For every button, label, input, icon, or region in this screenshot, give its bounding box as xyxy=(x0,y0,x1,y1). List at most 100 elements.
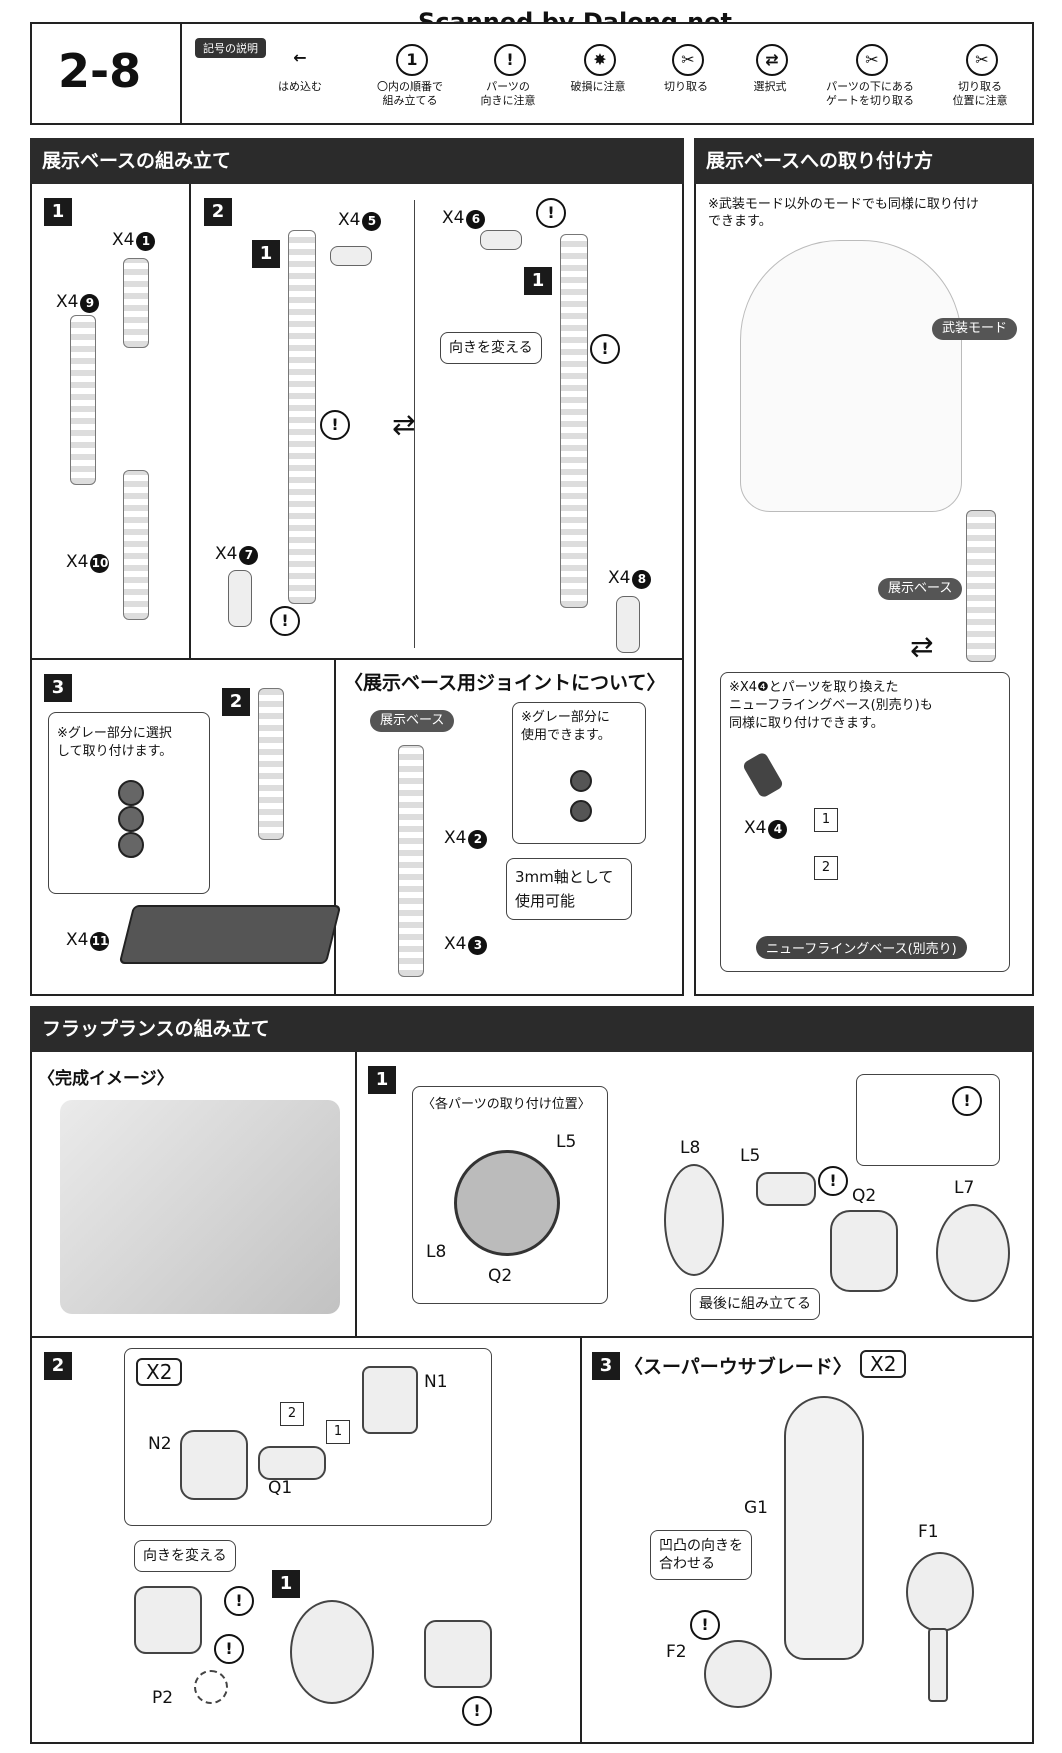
caution-icon: ! xyxy=(320,410,350,440)
arm-chain-a xyxy=(288,230,316,604)
part-f1-stick xyxy=(928,1628,948,1702)
legend-label: パーツの下にある ゲートを切り取る xyxy=(826,80,914,107)
armed-mode-label: 武装モード xyxy=(932,318,1018,340)
part-10-arm xyxy=(123,470,149,620)
caution-icon: ! xyxy=(270,606,300,636)
part-q2 xyxy=(830,1210,898,1292)
usa-blade xyxy=(784,1396,864,1660)
pos-label-l8: L8 xyxy=(426,1242,447,1262)
part-l8-shell xyxy=(664,1164,724,1276)
base-step2-ref-b: 1 xyxy=(524,267,552,295)
part-label-f2: F2 xyxy=(666,1642,687,1662)
flap-step2-number: 2 xyxy=(44,1352,72,1380)
base-step1-number: 1 xyxy=(44,198,72,226)
base-assembly-title: 展示ベースの組み立て xyxy=(30,138,684,184)
base-divider-v2 xyxy=(334,660,336,996)
figure-illustration xyxy=(740,240,962,512)
flap-step3-number: 3 xyxy=(592,1352,620,1380)
part-8 xyxy=(616,596,640,653)
base-divider-h xyxy=(30,658,684,660)
part-label-q1: Q1 xyxy=(268,1478,293,1498)
assemble-last-label: 最後に組み立てる xyxy=(690,1288,820,1320)
pos-label-q2: Q2 xyxy=(488,1266,513,1286)
axis-note: 3mm軸として 使用可能 xyxy=(506,858,632,920)
order-hexagon: 1 xyxy=(814,808,838,832)
flap-step2-ref: 1 xyxy=(272,1570,300,1598)
legend-label: 切り取る xyxy=(664,80,708,93)
parts-position-title: 〈各パーツの取り付け位置〉 xyxy=(422,1097,591,1112)
arm-chain-b xyxy=(560,234,588,608)
attach-note: ※武装モード以外のモードでも同様に取り付け できます。 xyxy=(708,197,979,229)
attach-arm xyxy=(966,510,996,662)
part-n1 xyxy=(362,1366,418,1434)
socket-dot xyxy=(118,806,144,832)
flap-lance-title: フラップランスの組み立て xyxy=(30,1006,1034,1052)
attach-title: 展示ベースへの取り付け方 xyxy=(694,138,1034,184)
step3-multiplier-badge: X2 xyxy=(860,1350,907,1378)
part-label-l5: L5 xyxy=(740,1146,761,1166)
base-step3-number: 3 xyxy=(44,674,72,702)
part-n2 xyxy=(180,1430,248,1500)
part-label-f1: F1 xyxy=(918,1522,939,1542)
order-hexagon: 2 xyxy=(280,1402,304,1426)
socket-dot xyxy=(118,832,144,858)
joint-section-title: 〈展示ベース用ジョイントについて〉 xyxy=(344,672,666,694)
part-label-q2: Q2 xyxy=(852,1186,877,1206)
align-note: 凹凸の向きを 合わせる xyxy=(650,1530,752,1580)
step2-change-orientation-label: 向きを変える xyxy=(134,1540,236,1572)
caution-icon: ! xyxy=(818,1166,848,1196)
part-label-l8: L8 xyxy=(680,1138,701,1158)
part-9-arm xyxy=(70,315,96,485)
joint-gray-dot xyxy=(570,770,592,792)
completed-figure-image xyxy=(60,1100,340,1314)
hub-center xyxy=(290,1600,374,1704)
caution-icon: ! xyxy=(952,1086,982,1116)
part-6 xyxy=(480,230,522,250)
part-label-n2: N2 xyxy=(148,1434,172,1454)
display-base-plate xyxy=(118,905,342,964)
arm-chain-c xyxy=(258,688,284,840)
super-usa-blade-title: 〈スーパーウサブレード〉 xyxy=(624,1356,852,1378)
arrow-left-icon: ← xyxy=(293,48,307,67)
legend-label: 選択式 xyxy=(753,80,787,93)
completed-image-label: 〈完成イメージ〉 xyxy=(38,1069,174,1089)
position-disc xyxy=(454,1150,560,1256)
header-divider xyxy=(180,22,182,125)
gate-cut-icon: ✂ xyxy=(856,44,888,76)
part-p2-flower xyxy=(194,1670,228,1704)
caution-icon: ! xyxy=(536,198,566,228)
part-l7 xyxy=(936,1204,1010,1302)
multiplier-badge: X2 xyxy=(136,1358,183,1386)
caution-icon: ! xyxy=(590,334,620,364)
attach-display-base-label: 展示ベース xyxy=(878,578,963,600)
display-base-label: 展示ベース xyxy=(370,710,455,732)
circled-number-icon: 1 xyxy=(396,44,428,76)
part-5 xyxy=(330,246,372,266)
part-f1 xyxy=(906,1552,974,1632)
hub-left xyxy=(134,1586,202,1654)
flap-divider-v2 xyxy=(580,1338,582,1744)
part-label-n1: N1 xyxy=(424,1372,448,1392)
select-double-arrow-icon: ⇄ xyxy=(392,408,416,441)
caution-icon: ! xyxy=(690,1610,720,1640)
part-label-g1: G1 xyxy=(744,1498,768,1518)
caution-icon: ! xyxy=(224,1586,254,1616)
pos-label-l5: L5 xyxy=(556,1132,577,1152)
legend-label: 破損に注意 xyxy=(570,80,626,93)
legend-label: はめ込む xyxy=(278,80,322,93)
exclamation-icon: ! xyxy=(494,44,526,76)
base-step3-ref: 2 xyxy=(222,688,250,716)
part-label-l7: L7 xyxy=(954,1178,975,1198)
flying-base-label: ニューフライングベース(別売り) xyxy=(756,936,967,959)
caution-icon: ! xyxy=(214,1634,244,1664)
socket-dot xyxy=(118,780,144,806)
part-label-p2: P2 xyxy=(152,1688,174,1708)
